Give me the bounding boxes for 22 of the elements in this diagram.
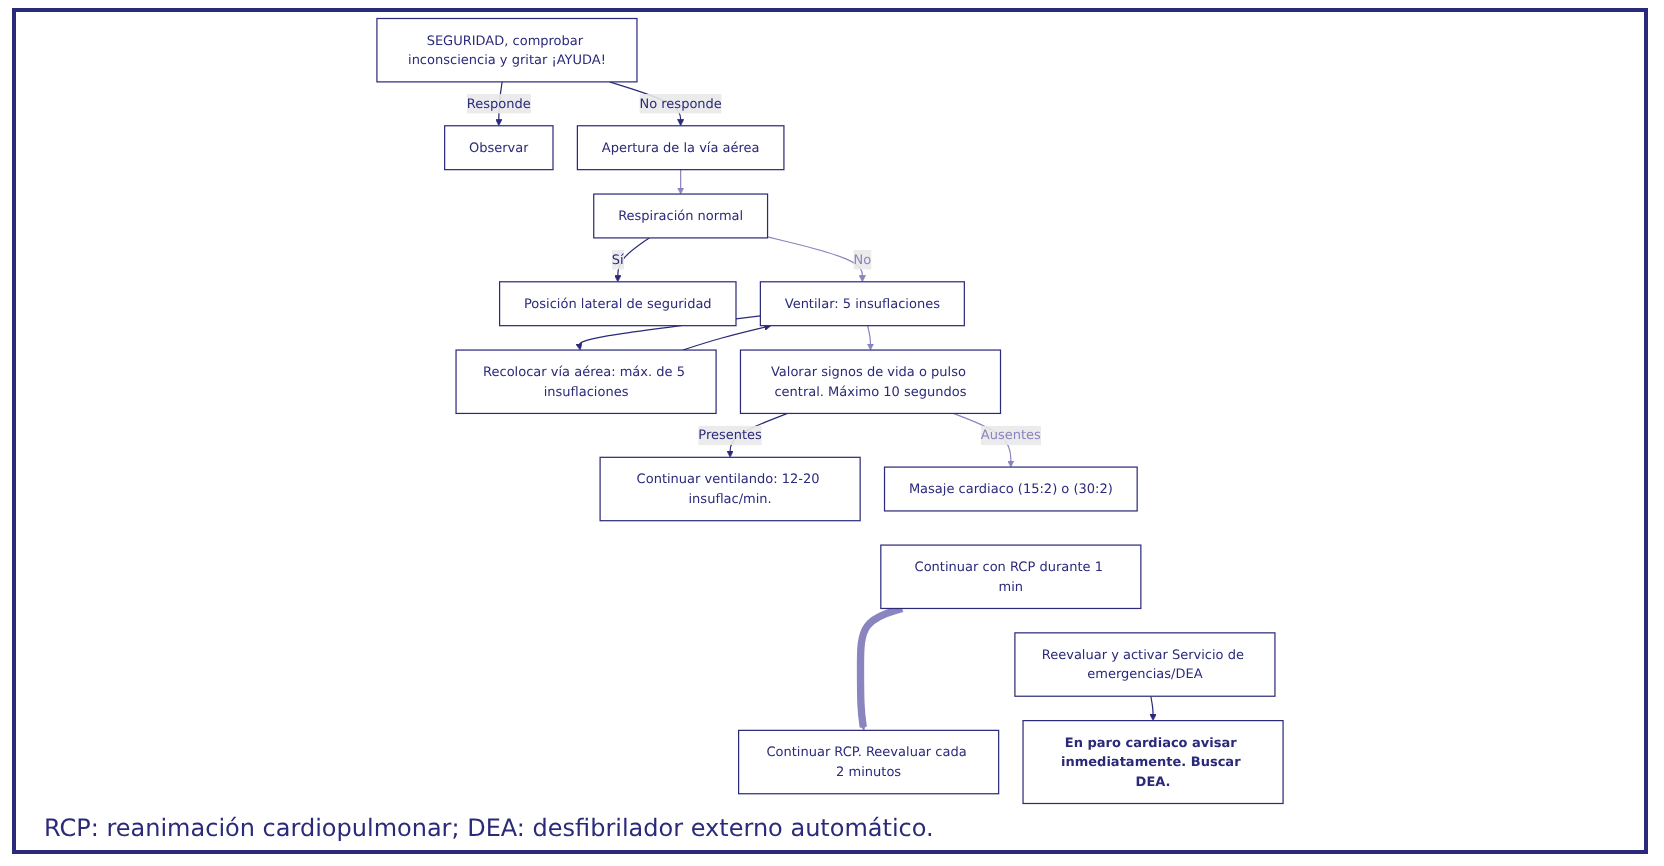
node-box: [739, 349, 1002, 415]
node-box: [599, 456, 861, 522]
caption: RCP: reanimación cardiopulmonar; DEA: desfibrilador externo automático.: [42, 812, 936, 846]
arrow: [866, 325, 875, 351]
node-box: [759, 281, 965, 327]
arrow: [1149, 695, 1157, 721]
node-box: [1014, 632, 1276, 697]
node-box: [1022, 720, 1284, 805]
node-box: [376, 17, 638, 83]
node-box: [455, 349, 717, 415]
arrow: [856, 604, 904, 731]
node-box: [444, 125, 554, 171]
arrow: [682, 323, 772, 351]
arrow: [614, 237, 650, 283]
arrow: [677, 169, 685, 195]
node-box: [576, 125, 785, 171]
node-box: [883, 466, 1138, 512]
arrow: [766, 236, 866, 283]
node-box: [880, 544, 1142, 610]
node-box: [738, 729, 1000, 795]
node-box: [499, 281, 737, 327]
node-box: [593, 193, 769, 239]
